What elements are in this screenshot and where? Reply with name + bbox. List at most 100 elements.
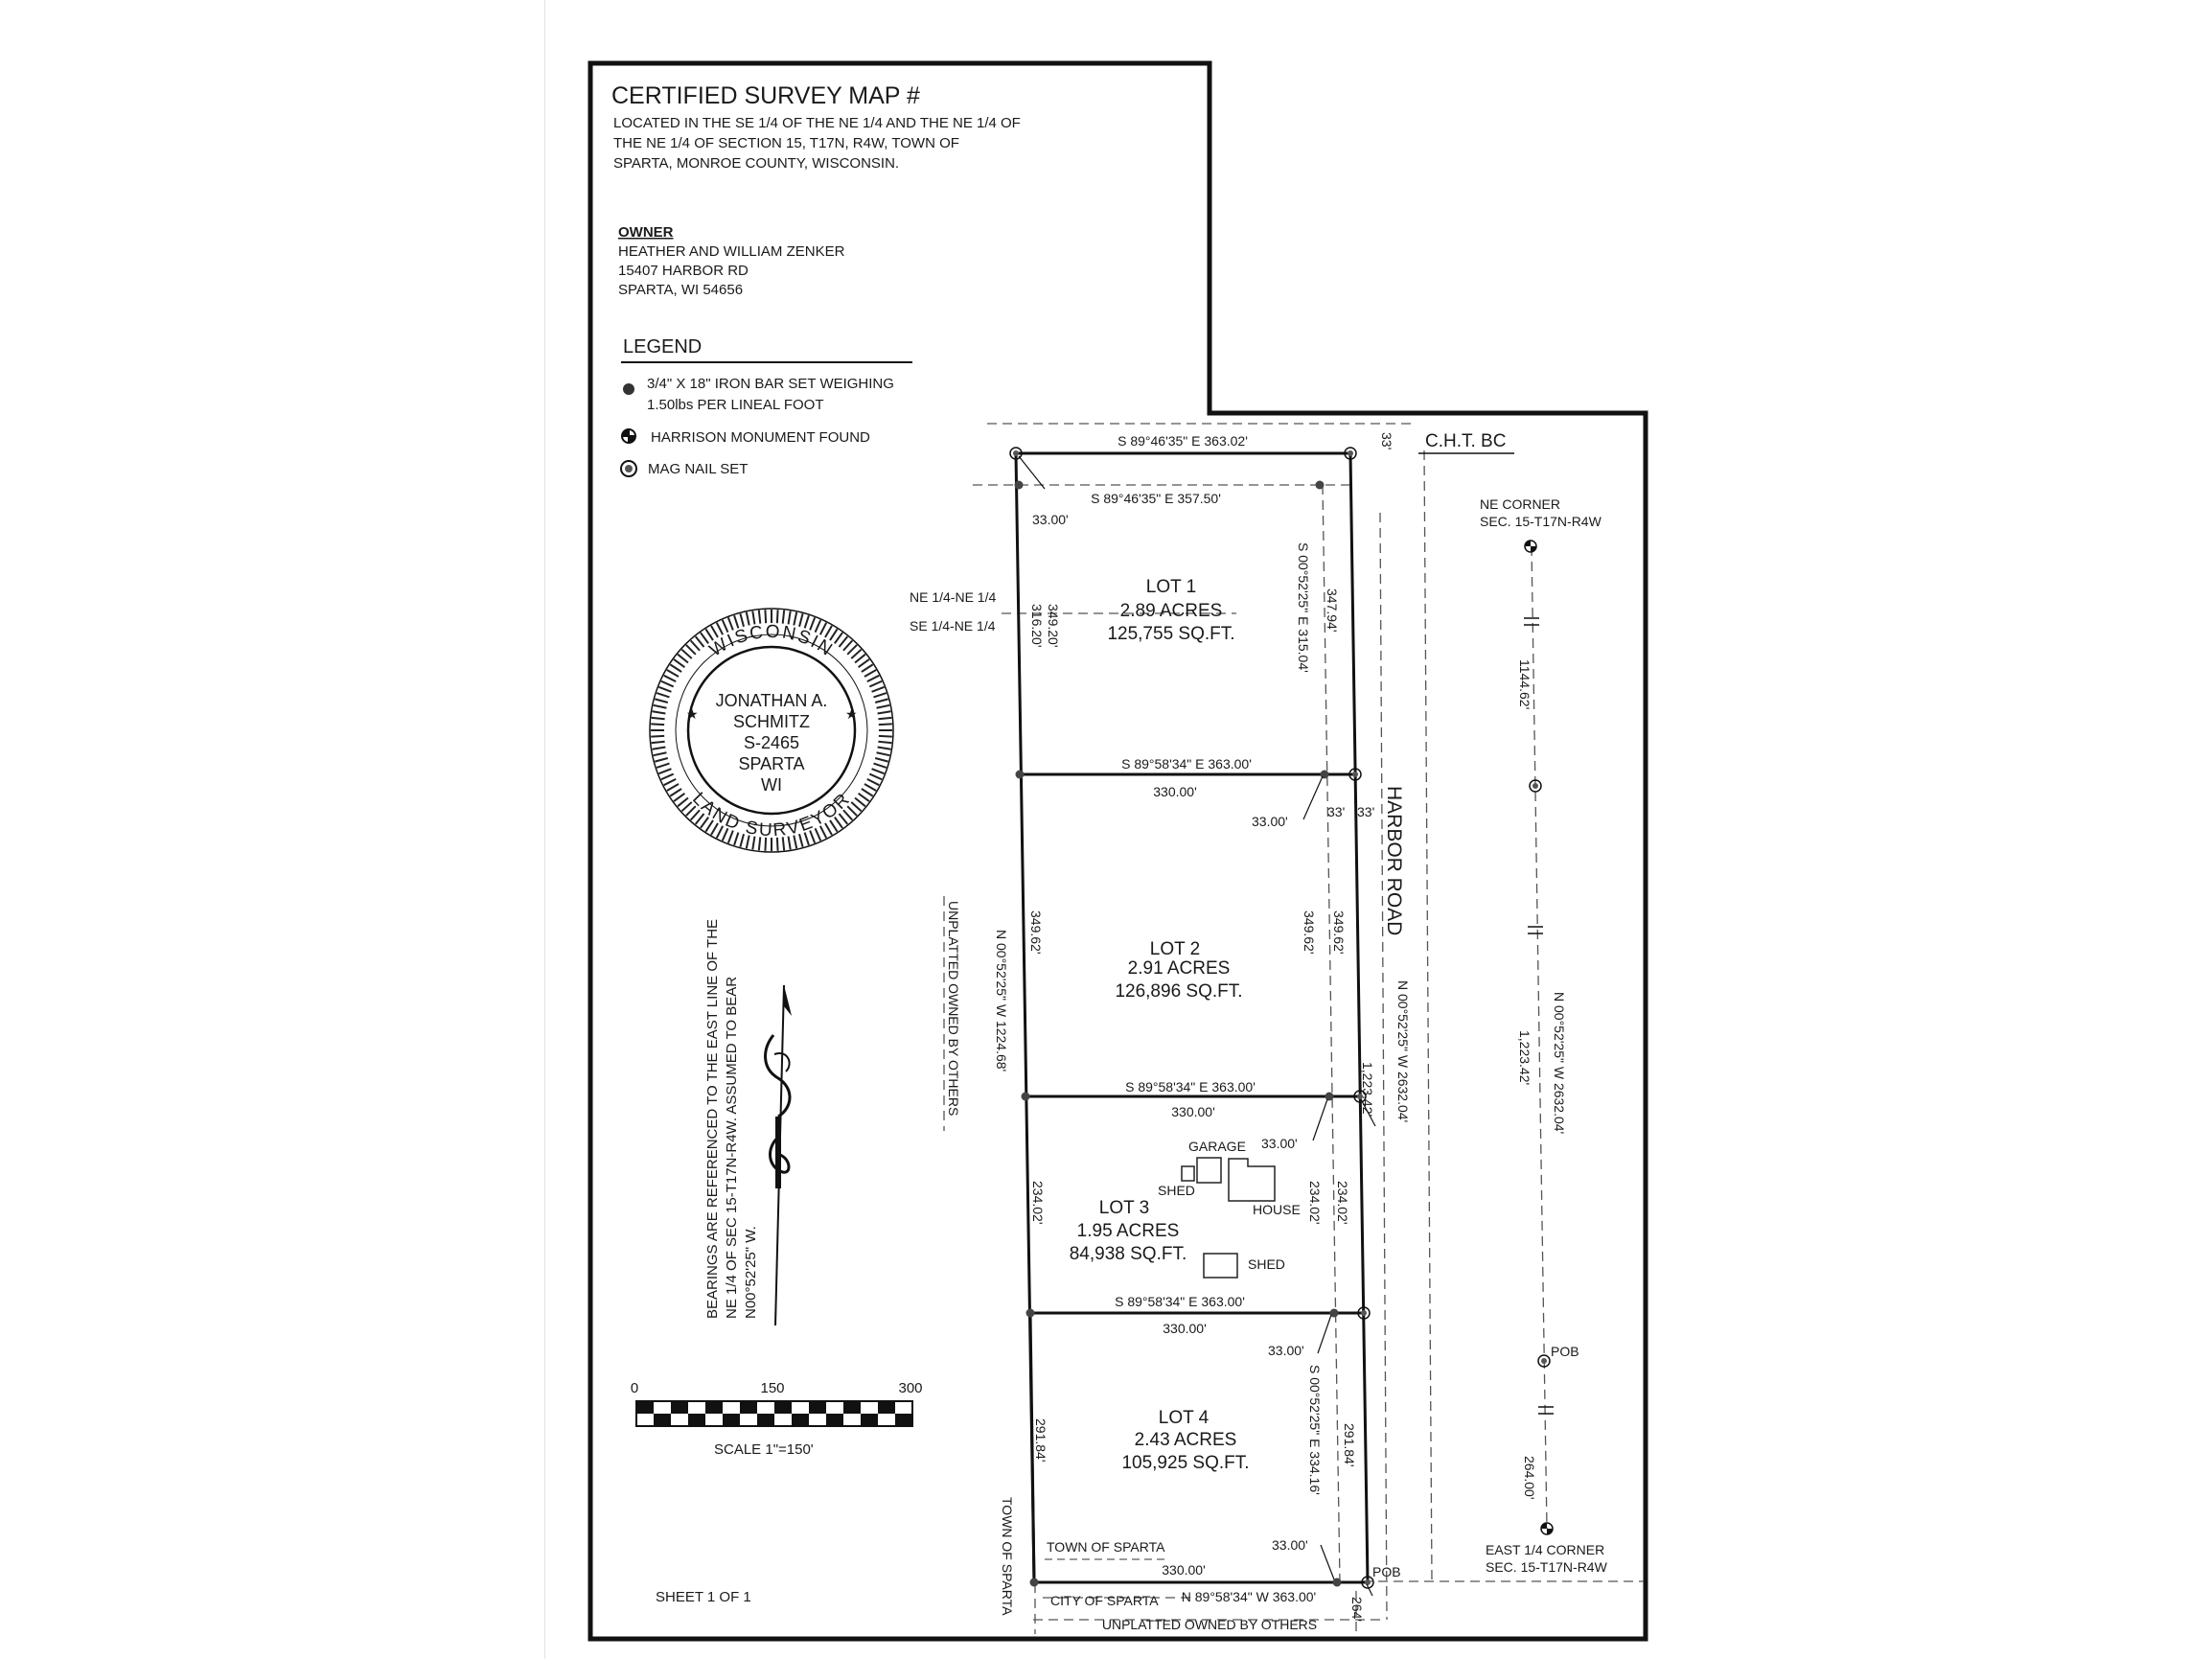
seal-star-right: ★ [845,706,858,722]
lot1-acres: 2.89 ACRES [1120,601,1223,621]
seal-tick [854,796,866,808]
seal-tick [745,611,750,626]
harbor-road-label: HARBOR ROAD [1383,786,1405,935]
seal-tick [868,680,883,688]
seal-tick [733,614,740,629]
seal-tick [775,837,779,851]
bearing-note-2: NE 1/4 OF SEC 15-T17N-R4W. ASSUMED TO BE… [724,977,740,1319]
scale-cell [861,1401,878,1414]
bearing-note-3: N00°52'25" W. [743,1226,759,1319]
mag-nail-icon [1348,768,1362,781]
road-line-bearing: N 00°52'25" W 2632.04' [1395,980,1411,1122]
bottom-33: 33.00' [1272,1537,1308,1553]
seal-line-1: JONATHAN A. [716,691,828,710]
seal-tick [721,619,729,634]
scale-label: SCALE 1"=150' [714,1441,814,1458]
seal-tick [757,610,762,624]
seal-tick [846,644,858,656]
seal-tick [871,768,885,775]
b12-dist: 330.00' [1153,784,1197,799]
bottom-264: 264' [1349,1597,1365,1622]
seal-tick [809,617,817,631]
garage-outline [1196,1157,1222,1184]
seal-tick [651,734,665,738]
seal-tick [656,692,670,699]
west-line-bearing: N 00°52'25" W 1224.68' [994,930,1009,1071]
scale-cell [826,1401,843,1414]
seal-tick [829,819,839,833]
survey-points [1009,447,1554,1589]
seal-tick [764,610,768,624]
owner-line-3: SPARTA, WI 54656 [618,282,743,298]
seal-tick [666,669,680,678]
pob-east: POB [1551,1344,1579,1359]
scale-border [635,1400,913,1427]
seal-tick [854,653,866,664]
buildings [1181,1157,1276,1279]
legend-item-2-line-1: HARRISON MONUMENT FOUND [651,429,870,446]
scale-cell [878,1414,895,1426]
scale-cell [705,1401,723,1414]
seal-tick [781,837,786,851]
unplatted-west: UNPLATTED OWNED BY OTHERS [946,901,961,1116]
b23-33: 33.00' [1261,1136,1298,1151]
seal-tick [787,836,792,850]
lot1-west-b: 316.20' [1029,604,1045,648]
seal-tick [829,628,839,641]
seal-tick [726,830,734,843]
lot1-east-dist: 347.94' [1325,588,1340,633]
seal-line-5: WI [761,775,782,795]
seal-tick [652,746,666,750]
seal-tick [803,832,810,846]
scale-cell [895,1414,912,1426]
bottom-bearing: N 89°58'34" W 363.00' [1182,1589,1316,1604]
scale-cell [792,1414,809,1426]
seal-tick [876,751,890,757]
seal-tick [710,822,719,836]
harrison-monument-icon [621,428,636,444]
ne-corner-2: SEC. 15-T17N-R4W [1480,514,1602,529]
seal-tick [824,822,833,836]
seal-tick [846,805,858,817]
b12-33: 33.00' [1252,814,1288,829]
seal-tick [653,751,667,757]
shed2-outline [1203,1253,1238,1279]
seal-tick [652,710,666,715]
scale-cell [757,1414,774,1426]
harrison-monument-icon [1540,1522,1554,1535]
lot1-east-bearing: S 00°52'25" E 315.04' [1296,542,1311,673]
seal-tick [861,788,874,797]
legend-item-1-line-1: 3/4" X 18" IRON BAR SET WEIGHING [647,376,894,392]
mag-nail-icon [1529,779,1542,793]
scale-cell [895,1401,912,1414]
lot3-acres: 1.95 ACRES [1077,1221,1180,1241]
iron-bar-dot-icon [1315,480,1325,490]
scale-cell [740,1401,757,1414]
seal-tick [689,809,701,821]
iron-bar-dot-icon [1325,1092,1334,1101]
seal-tick [864,783,877,792]
east-dist-b: 1,223.42' [1517,1030,1532,1085]
se-ne-label: SE 1/4-NE 1/4 [910,618,996,634]
seal-tick [842,639,854,652]
seal-tick [838,635,849,648]
iron-bar-dot-icon [1021,1092,1030,1101]
mag-nail-icon [1353,1090,1367,1103]
scale-tick-0: 0 [631,1380,638,1396]
seal-tick [680,801,693,813]
east-dist-a: 1144.62' [1517,659,1532,709]
scale-cell [636,1414,654,1426]
town-sparta-horizontal: TOWN OF SPARTA [1047,1539,1165,1555]
seal-star-left: ★ [686,706,699,722]
b34-dist: 330.00' [1163,1321,1207,1336]
seal-tick [677,796,689,808]
lot4-name: LOT 4 [1159,1408,1210,1428]
b23-dist: 330.00' [1171,1104,1215,1119]
seal-tick [787,611,792,625]
lot2-west-dist: 349.62' [1028,910,1044,955]
mag-nail-icon [1361,1576,1374,1589]
owner-line-2: 15407 HARBOR RD [618,263,749,279]
seal-tick [878,716,892,721]
north-arrow [764,984,792,1326]
lot3-name: LOT 3 [1099,1198,1149,1218]
